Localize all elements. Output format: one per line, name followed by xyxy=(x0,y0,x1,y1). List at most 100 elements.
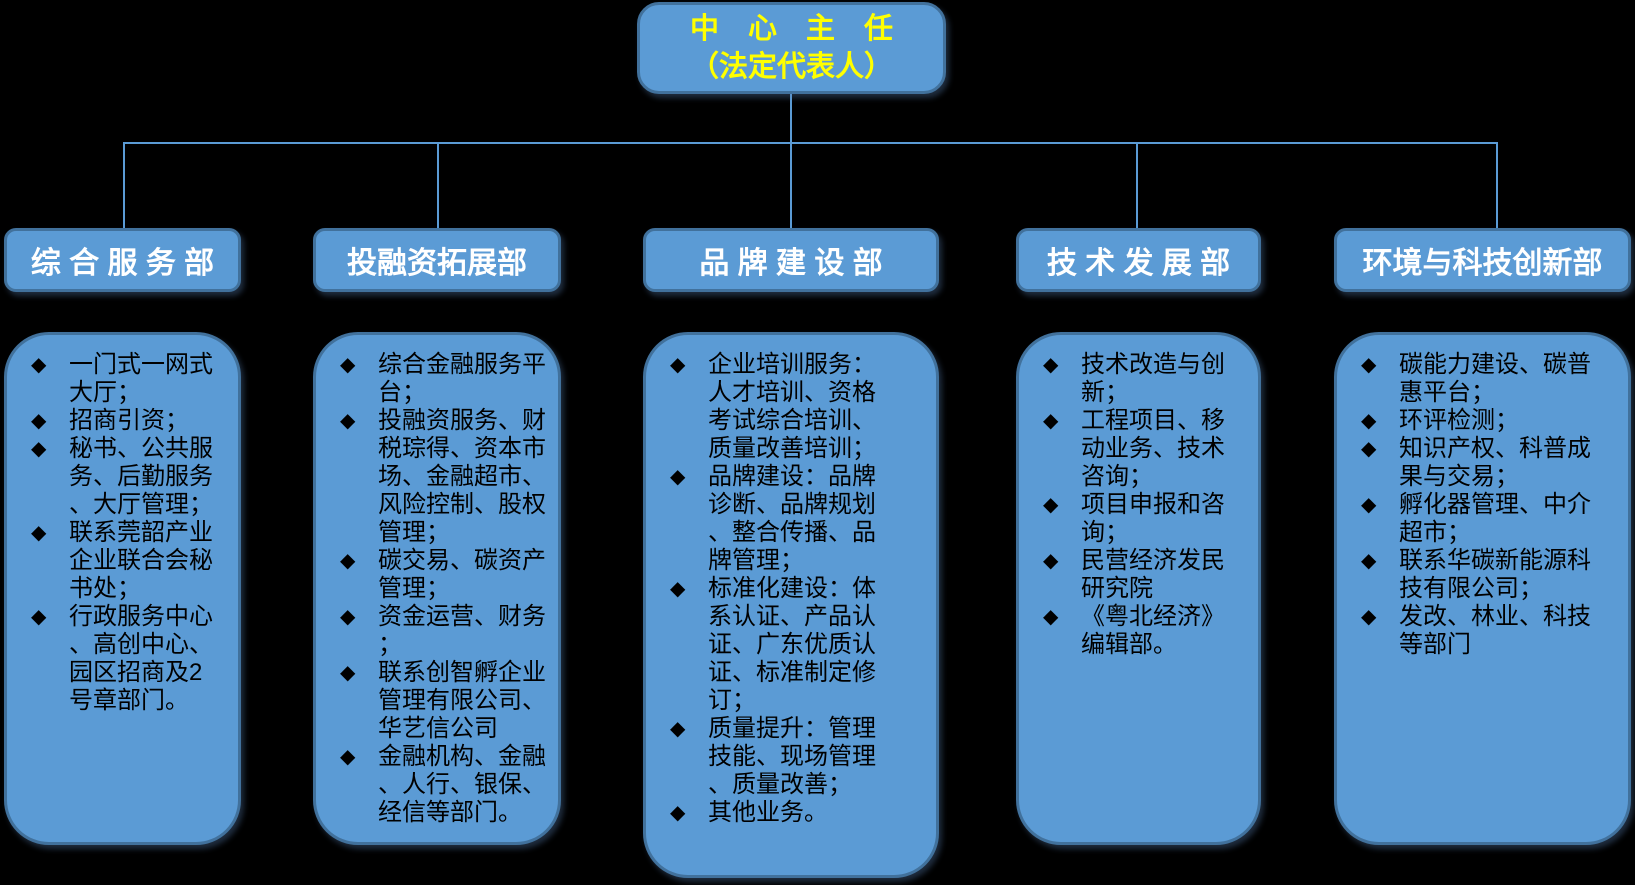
diamond-bullet-icon: ◆ xyxy=(1043,354,1059,376)
diamond-bullet-icon: ◆ xyxy=(670,578,686,600)
dept-title: 品 牌 建 设 部 xyxy=(699,247,883,280)
bullet-item: ◆联系创智孵企业管理有限公司、华艺信公司 xyxy=(340,659,558,743)
bullet-item: ◆招商引资； xyxy=(31,407,238,435)
bullet-text: 质量提升：管理技能、现场管理、质量改善； xyxy=(708,715,876,798)
dept-bullet-list: ◆ 企业培训服务：人才培训、资格考试综合培训、质量改善培训； ◆ 品牌建设：品牌诊断、… xyxy=(670,351,936,827)
dept-title: 环境与科技创新部 xyxy=(1362,247,1603,280)
bullet-text: 《粤北经济》编辑部。 xyxy=(1081,603,1225,658)
bullet-text: 环评检测； xyxy=(1399,407,1519,434)
dept-body: ◆ 企业培训服务：人才培训、资格考试综合培训、质量改善培训； ◆ 品牌建设：品牌诊断、… xyxy=(643,332,939,878)
diamond-bullet-icon: ◆ xyxy=(670,466,686,488)
bullet-text: 招商引资； xyxy=(69,407,189,434)
diamond-bullet-icon: ◆ xyxy=(31,354,47,376)
dept-column-brand-building: 品 牌 建 设 部 ◆企业培训服务：人才培训、资格考试综合培训、质量改善培训；◆… xyxy=(643,228,939,878)
dept-column-investment-financing: 投融资拓展部 ◆综合金融服务平台；◆投融资服务、财税琮得、资本市场、金融超市、风… xyxy=(313,228,561,845)
bullet-text: 项目申报和咨询； xyxy=(1081,491,1225,546)
diamond-bullet-icon: ◆ xyxy=(340,550,356,572)
dept-header: 环境与科技创新部 xyxy=(1334,228,1631,292)
bullet-text: 发改、林业、科技等部门 xyxy=(1399,603,1591,658)
bullet-text: 孵化器管理、中介超市； xyxy=(1399,491,1591,546)
bullet-item: ◆金融机构、金融、人行、银保、经信等部门。 xyxy=(340,743,558,827)
bullet-item: ◆环评检测； xyxy=(1361,407,1628,435)
bullet-text: 技术改造与创新； xyxy=(1081,351,1225,406)
diamond-bullet-icon: ◆ xyxy=(1361,550,1377,572)
bullet-item: ◆ 《粤北经济》编辑部。 xyxy=(1043,603,1258,659)
dept-header: 品 牌 建 设 部 xyxy=(643,228,939,292)
bullet-text: 碳能力建设、碳普惠平台； xyxy=(1399,351,1591,406)
connector-drop xyxy=(437,142,439,228)
bullet-text: 品牌建设：品牌诊断、品牌规划、整合传播、品牌管理； xyxy=(708,463,876,574)
bullet-text: 碳交易、碳资产管理； xyxy=(378,547,546,602)
root-director-box: 中 心 主 任 （法定代表人） xyxy=(637,2,946,94)
diamond-bullet-icon: ◆ xyxy=(340,354,356,376)
dept-header: 投融资拓展部 xyxy=(313,228,561,292)
diamond-bullet-icon: ◆ xyxy=(670,354,686,376)
diamond-bullet-icon: ◆ xyxy=(31,522,47,544)
diamond-bullet-icon: ◆ xyxy=(1043,550,1059,572)
bullet-text: 联系莞韶产业企业联合会秘书处； xyxy=(69,519,213,602)
bullet-text: 综合金融服务平台； xyxy=(378,351,546,406)
bullet-item: ◆ 标准化建设：体系认证、产品认证、广东优质认证、标准制定修订； xyxy=(670,575,936,715)
dept-bullet-list: ◆技术改造与创新；◆工程项目、移动业务、技术咨询；◆项目申报和咨询；◆民营经济发… xyxy=(1043,351,1258,659)
bullet-text: 一门式一网式大厅； xyxy=(69,351,213,406)
bullet-item: ◆ 品牌建设：品牌诊断、品牌规划、整合传播、品牌管理； xyxy=(670,463,936,575)
bullet-item: ◆ 碳交易、碳资产管理； xyxy=(340,547,558,603)
diamond-bullet-icon: ◆ xyxy=(1361,494,1377,516)
bullet-item: ◆碳能力建设、碳普惠平台； xyxy=(1361,351,1628,407)
bullet-item: ◆ 综合金融服务平台； xyxy=(340,351,558,407)
connector-horizontal xyxy=(123,142,1498,144)
bullet-item: ◆质量提升：管理技能、现场管理、质量改善； xyxy=(670,715,936,799)
diamond-bullet-icon: ◆ xyxy=(340,606,356,628)
bullet-item: ◆ 孵化器管理、中介超市； xyxy=(1361,491,1628,547)
diamond-bullet-icon: ◆ xyxy=(1361,438,1377,460)
bullet-item: ◆其他业务。 xyxy=(670,799,936,827)
dept-column-environment-sci-tech-innovation: 环境与科技创新部 ◆碳能力建设、碳普惠平台；◆环评检测；◆知识产权、科普成果与交… xyxy=(1334,228,1631,845)
diamond-bullet-icon: ◆ xyxy=(1043,606,1059,628)
diamond-bullet-icon: ◆ xyxy=(31,438,47,460)
bullet-item: ◆ 一门式一网式大厅； xyxy=(31,351,238,407)
bullet-text: 标准化建设：体系认证、产品认证、广东优质认证、标准制定修订； xyxy=(708,575,876,714)
bullet-item: ◆工程项目、移动业务、技术咨询； xyxy=(1043,407,1258,491)
connector-drop xyxy=(123,142,125,228)
bullet-item: ◆ 联系华碳新能源科技有限公司； xyxy=(1361,547,1628,603)
bullet-item: ◆ 企业培训服务：人才培训、资格考试综合培训、质量改善培训； xyxy=(670,351,936,463)
connector-drop xyxy=(1496,142,1498,228)
dept-bullet-list: ◆综合金融服务平台；◆投融资服务、财税琮得、资本市场、金融超市、风险控制、股权管… xyxy=(340,351,558,827)
dept-body: ◆综合金融服务平台；◆投融资服务、财税琮得、资本市场、金融超市、风险控制、股权管… xyxy=(313,332,561,845)
root-title-line2: （法定代表人） xyxy=(689,51,893,83)
diamond-bullet-icon: ◆ xyxy=(31,606,47,628)
bullet-item: ◆ 秘书、公共服务、后勤服务、大厅管理； xyxy=(31,435,238,519)
bullet-item: ◆投融资服务、财税琮得、资本市场、金融超市、风险控制、股权管理； xyxy=(340,407,558,547)
diamond-bullet-icon: ◆ xyxy=(1043,410,1059,432)
diamond-bullet-icon: ◆ xyxy=(1043,494,1059,516)
bullet-text: 知识产权、科普成果与交易； xyxy=(1399,435,1591,490)
bullet-item: ◆ 发改、林业、科技等部门 xyxy=(1361,603,1628,659)
connector-drop xyxy=(790,142,792,228)
bullet-text: 投融资服务、财税琮得、资本市场、金融超市、风险控制、股权管理； xyxy=(378,407,546,546)
bullet-item: ◆ 联系莞韶产业企业联合会秘书处； xyxy=(31,519,238,603)
dept-bullet-list: ◆一门式一网式大厅；◆招商引资；◆秘书、公共服务、后勤服务、大厅管理；◆联系莞韶… xyxy=(31,351,238,715)
bullet-item: ◆行政服务中心、高创中心、园区招商及2号章部门。 xyxy=(31,603,238,715)
bullet-item: ◆ 技术改造与创新； xyxy=(1043,351,1258,407)
diamond-bullet-icon: ◆ xyxy=(340,746,356,768)
dept-title: 技 术 发 展 部 xyxy=(1046,247,1231,280)
dept-bullet-list: ◆碳能力建设、碳普惠平台；◆环评检测；◆知识产权、科普成果与交易；◆孵化器管理、… xyxy=(1361,351,1628,659)
diamond-bullet-icon: ◆ xyxy=(1361,606,1377,628)
dept-body: ◆技术改造与创新；◆工程项目、移动业务、技术咨询；◆项目申报和咨询；◆民营经济发… xyxy=(1016,332,1261,845)
connector-stem xyxy=(790,94,792,142)
bullet-text: 联系创智孵企业管理有限公司、华艺信公司 xyxy=(378,659,546,742)
bullet-text: 联系华碳新能源科技有限公司； xyxy=(1399,547,1591,602)
bullet-text: 秘书、公共服务、后勤服务、大厅管理； xyxy=(69,435,213,518)
bullet-text: 民营经济发民研究院 xyxy=(1081,547,1225,602)
bullet-text: 企业培训服务：人才培训、资格考试综合培训、质量改善培训； xyxy=(708,351,876,462)
dept-body: ◆碳能力建设、碳普惠平台；◆环评检测；◆知识产权、科普成果与交易；◆孵化器管理、… xyxy=(1334,332,1631,845)
connector-drop xyxy=(1136,142,1138,228)
dept-column-general-services: 综 合 服 务 部 ◆一门式一网式大厅；◆招商引资；◆秘书、公共服务、后勤服务、… xyxy=(4,228,241,845)
dept-body: ◆一门式一网式大厅；◆招商引资；◆秘书、公共服务、后勤服务、大厅管理；◆联系莞韶… xyxy=(4,332,241,845)
dept-column-technology-development: 技 术 发 展 部 ◆技术改造与创新；◆工程项目、移动业务、技术咨询；◆项目申报… xyxy=(1016,228,1261,845)
bullet-item: ◆资金运营、财务； xyxy=(340,603,558,659)
bullet-text: 其他业务。 xyxy=(708,799,828,826)
bullet-item: ◆ 项目申报和咨询； xyxy=(1043,491,1258,547)
dept-title: 投融资拓展部 xyxy=(347,247,527,280)
